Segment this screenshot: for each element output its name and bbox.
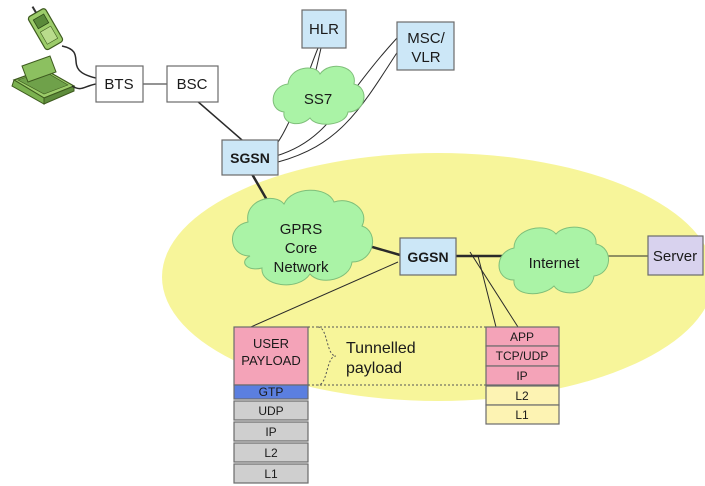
- left-ip-label: IP: [265, 425, 276, 439]
- bsc-label: BSC: [177, 76, 208, 93]
- bsc-sgsn-link: [195, 99, 243, 141]
- internet-cloud: [498, 226, 609, 295]
- bts-box: [95, 65, 144, 103]
- msc-vlr-label-line2: VLR: [411, 49, 440, 66]
- right-l1-label: L1: [515, 408, 529, 422]
- ggsn-label: GGSN: [407, 249, 448, 265]
- internet-label: Internet: [529, 255, 581, 272]
- tunnelled-label-line2: payload: [346, 360, 402, 377]
- sgsn-box: [221, 139, 279, 176]
- hlr-ss7-link: [315, 47, 322, 71]
- left-l2-layer: [233, 442, 309, 463]
- right-ip-label: IP: [516, 369, 527, 383]
- user-payload-label-line1: USER: [253, 336, 289, 351]
- user-payload-box: [233, 326, 309, 386]
- msc-vlr-label-line1: MSC/: [407, 30, 445, 47]
- phone-to-bts-link: [61, 45, 97, 79]
- msc-vlr-box: [396, 21, 455, 71]
- bsc-box: [166, 65, 219, 103]
- laptop-to-bts-link: [71, 83, 97, 90]
- user-payload-label-line2: PAYLOAD: [241, 353, 300, 368]
- ss7-label: SS7: [304, 91, 332, 108]
- mobile-phone-icon: [27, 6, 64, 51]
- left-l1-label: L1: [264, 467, 278, 481]
- gprs-core-network-cloud: [232, 189, 373, 286]
- bts-label: BTS: [104, 76, 133, 93]
- left-gtp-layer: [233, 384, 309, 400]
- hlr-label: HLR: [309, 21, 339, 38]
- left-gtp-label: GTP: [259, 385, 284, 399]
- right-app-label: APP: [510, 330, 534, 344]
- left-ip-layer: [233, 421, 309, 442]
- ss7-cloud: [272, 65, 365, 125]
- right-ip-layer: [485, 365, 560, 386]
- gprs-label-line3: Network: [273, 259, 329, 276]
- sgsn-msc-link-2: [277, 47, 401, 163]
- laptop-icon: [11, 55, 76, 105]
- left-l1-layer: [233, 463, 309, 484]
- ggsn-box: [399, 237, 457, 276]
- gprs-label-line1: GPRS: [280, 221, 323, 238]
- tunnel-bracket: [308, 326, 486, 386]
- right-l1-layer: [485, 404, 560, 425]
- ggsn-left-stack-link: [243, 261, 399, 331]
- ggsn-right-stack-link-2: [477, 255, 497, 328]
- left-udp-label: UDP: [258, 404, 283, 418]
- hlr-box: [301, 9, 347, 49]
- left-l2-label: L2: [264, 446, 278, 460]
- right-l2-label: L2: [515, 389, 529, 403]
- tunnelled-label-line1: Tunnelled: [346, 340, 416, 357]
- server-label: Server: [653, 248, 697, 265]
- server-box: [647, 235, 704, 276]
- sgsn-label: SGSN: [230, 150, 270, 166]
- gprs-label-line2: Core: [285, 240, 318, 257]
- right-tcpudp-label: TCP/UDP: [496, 349, 549, 363]
- left-udp-layer: [233, 400, 309, 421]
- ggsn-right-stack-link: [469, 251, 519, 328]
